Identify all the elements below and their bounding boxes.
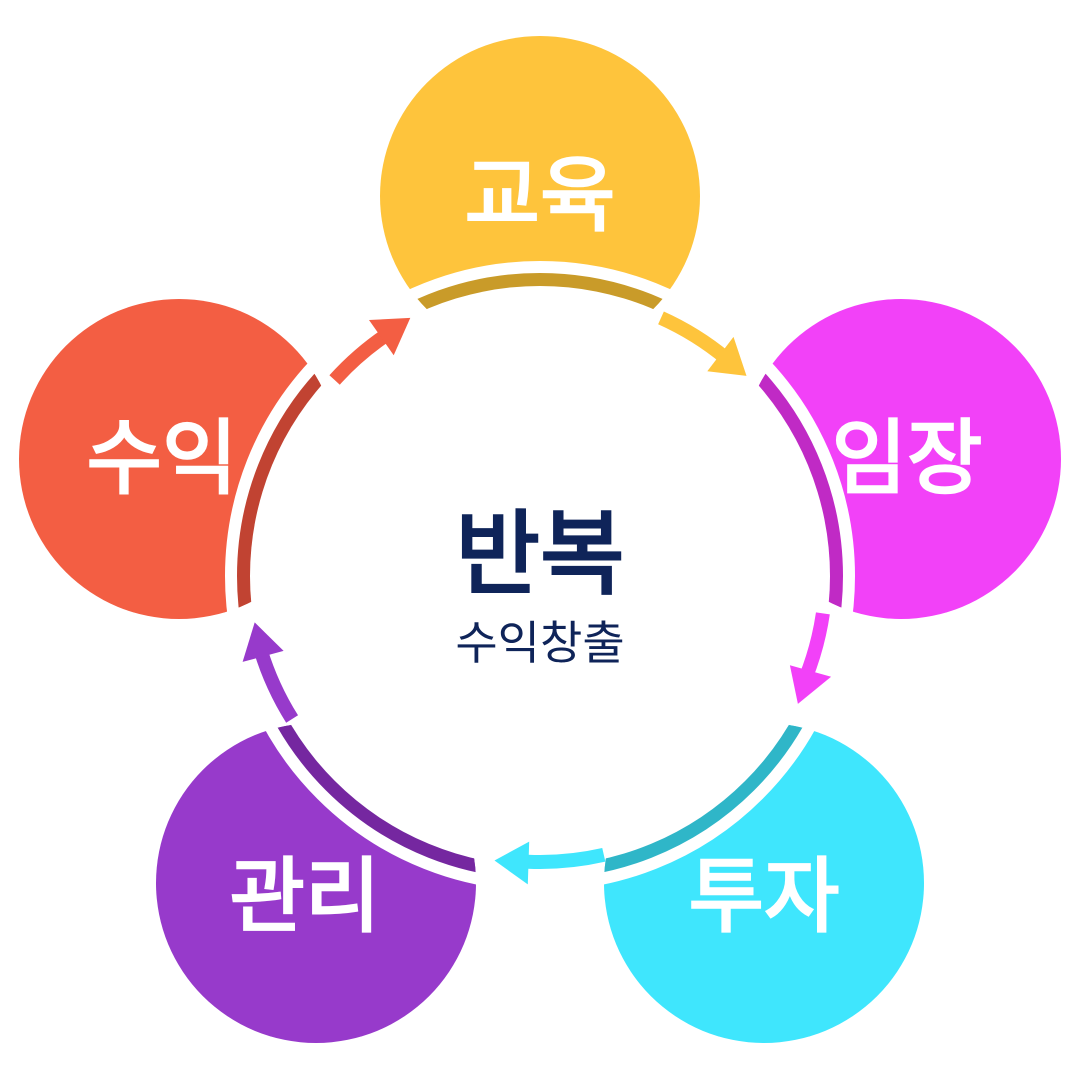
arrow-field-visit-to-investment <box>789 612 832 704</box>
ring-inner-disk <box>250 286 830 866</box>
cycle-ring <box>225 261 855 891</box>
arrow-head <box>242 622 284 662</box>
center-block: 반복 수익창출 <box>455 501 624 670</box>
arrow-head <box>369 317 411 356</box>
arrow-shaft <box>527 847 606 869</box>
arrow-education-to-field-visit <box>658 311 747 376</box>
arrow-management-to-profit <box>242 622 299 723</box>
node-label-field-visit: 임장 <box>832 412 983 507</box>
center-title: 반복 <box>455 501 624 608</box>
center-subtitle: 수익창출 <box>455 616 624 670</box>
arrow-head <box>707 336 747 376</box>
arrow-head <box>494 841 530 885</box>
node-label-management: 관리 <box>230 850 381 945</box>
node-label-profit: 수익 <box>87 412 238 507</box>
node-label-education: 교육 <box>465 149 616 244</box>
arrow-investment-to-management <box>494 841 606 885</box>
arrow-profit-to-education <box>329 317 411 385</box>
flow-arrows <box>242 311 832 885</box>
node-labels: 교육 임장 투자 관리 수익 <box>87 149 983 945</box>
node-label-investment: 투자 <box>689 850 840 945</box>
arrow-head <box>789 665 832 704</box>
